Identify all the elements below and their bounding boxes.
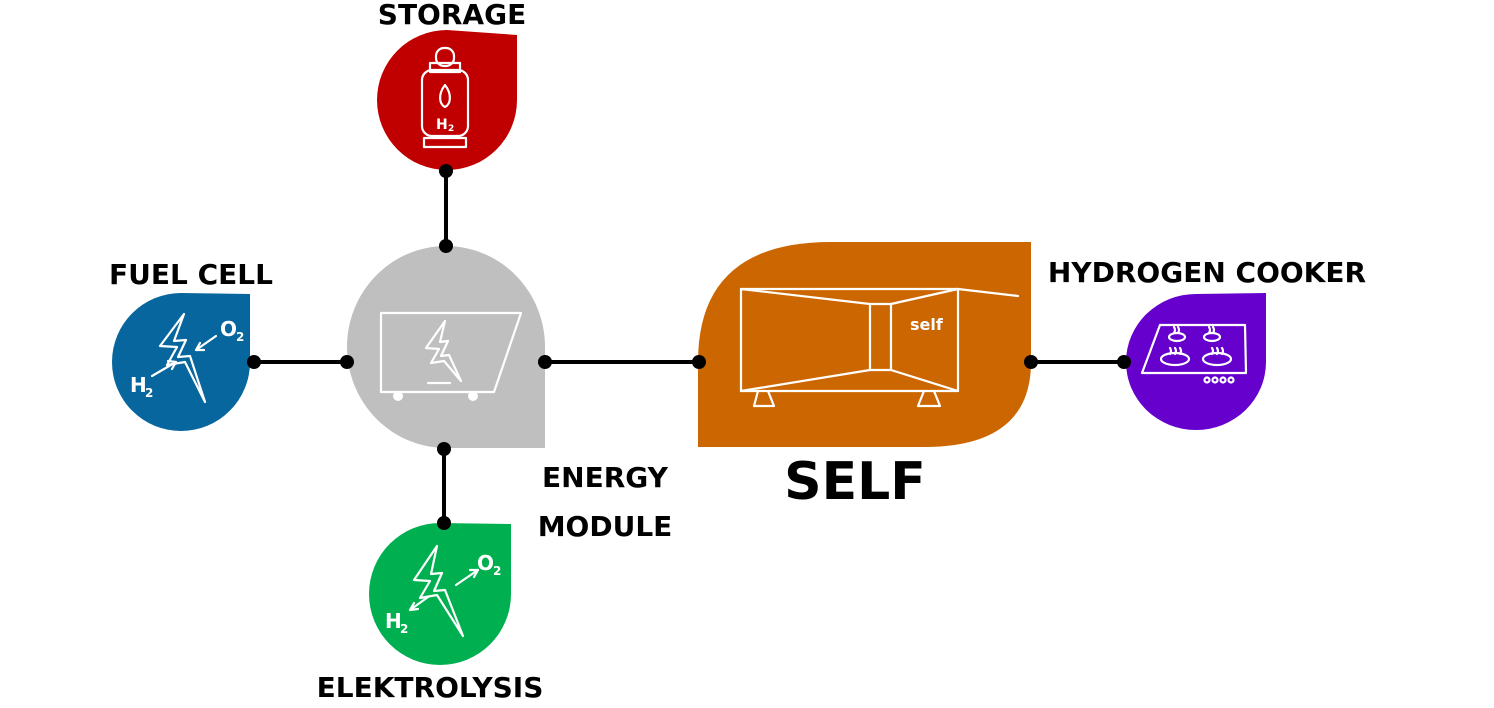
fuel-cell-o2-subscript: 2 <box>236 330 244 344</box>
fuel-cell-label: FUEL CELL <box>109 258 273 291</box>
electrolysis-lightning-icon: H 2 O 2 <box>385 544 501 638</box>
storage-drop-shape <box>377 30 517 170</box>
cooktop-icon <box>1140 323 1248 384</box>
hydrogen-cylinder-icon: H 2 <box>420 46 470 149</box>
elektrolysis-o2-text: O <box>477 551 494 575</box>
fuel-cell-h2-text: H <box>130 373 147 397</box>
fuel-cell-lightning-icon: H 2 O 2 <box>130 312 244 404</box>
elektrolysis-h2-subscript: 2 <box>400 622 408 636</box>
storage-node[interactable]: H 2 STORAGE <box>377 0 526 178</box>
hydrogen-cooker-port-dot <box>1117 355 1131 369</box>
fuel-cell-node[interactable]: H 2 O 2 FUEL CELL <box>109 258 273 431</box>
fuel-cell-port-dot <box>247 355 261 369</box>
hydrogen-cooker-drop-shape <box>1126 293 1266 430</box>
energy-module-node[interactable]: ENERGY MODULE <box>340 239 672 543</box>
self-drop-shape <box>698 242 1031 447</box>
connectors <box>254 171 1124 523</box>
fuel-cell-o2-text: O <box>220 317 237 341</box>
self-port-left-dot <box>692 355 706 369</box>
elektrolysis-label: ELEKTROLYSIS <box>317 671 544 704</box>
energy-module-port-bottom-dot <box>437 442 451 456</box>
storage-h2-subscript: 2 <box>448 124 454 134</box>
self-icon-text: self <box>910 315 944 334</box>
elektrolysis-node[interactable]: H 2 O 2 ELEKTROLYSIS <box>317 516 544 704</box>
storage-h2-text: H <box>436 117 448 133</box>
storage-port-dot <box>439 164 453 178</box>
energy-module-label-line2: MODULE <box>538 510 673 543</box>
hydrogen-cooker-node[interactable]: HYDROGEN COOKER <box>1048 256 1366 430</box>
energy-module-port-left-dot <box>340 355 354 369</box>
energy-module-port-right-dot <box>538 355 552 369</box>
fuel-cell-h2-subscript: 2 <box>145 386 153 400</box>
self-label: SELF <box>784 452 926 512</box>
energy-module-port-top-dot <box>439 239 453 253</box>
battery-cart-icon <box>379 311 523 401</box>
elektrolysis-h2-text: H <box>385 609 402 633</box>
energy-module-label-line1: ENERGY <box>542 461 669 494</box>
elektrolysis-port-dot <box>437 516 451 530</box>
self-container-icon: self <box>739 287 1020 408</box>
hydrogen-cooker-label: HYDROGEN COOKER <box>1048 256 1366 289</box>
elektrolysis-drop-shape <box>369 523 511 665</box>
elektrolysis-o2-subscript: 2 <box>493 564 501 578</box>
self-port-right-dot <box>1024 355 1038 369</box>
storage-label: STORAGE <box>378 0 526 31</box>
self-node[interactable]: self SELF <box>692 242 1038 512</box>
